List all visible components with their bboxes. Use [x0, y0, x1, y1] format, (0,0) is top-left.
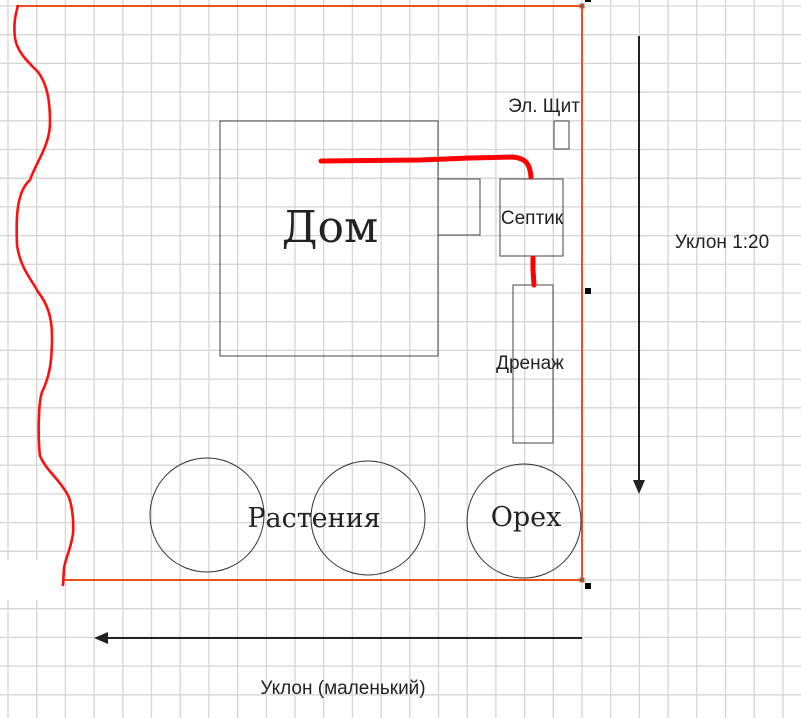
septic-label: Септик: [501, 208, 564, 229]
house-label: Дом: [282, 202, 379, 253]
house: Дом: [219, 120, 439, 357]
slope-vertical-arrow: Уклон 1:20: [633, 36, 769, 494]
plant-circle-1: [149, 457, 265, 573]
handle-bottom-right-marker[interactable]: [585, 583, 591, 589]
handle-top-right[interactable]: [579, 3, 585, 9]
walnut-label: Орех: [491, 502, 562, 533]
plants-label: Растения: [247, 503, 380, 534]
arrow-down-icon: [633, 480, 645, 494]
plant-circle-2: [310, 460, 426, 576]
plants-row: [149, 457, 582, 579]
handle-top-right-marker[interactable]: [585, 0, 591, 2]
blank-patch: [0, 560, 62, 600]
electric-panel-box: [553, 120, 570, 150]
drainage-label: Дренаж: [496, 353, 564, 374]
pipe-house-to-septic: [318, 154, 534, 180]
selection-handles[interactable]: [579, 0, 591, 589]
handle-mid-right[interactable]: [585, 288, 591, 294]
annex-outline: [437, 178, 481, 236]
slope-vertical-label: Уклон 1:20: [675, 232, 769, 253]
electric-panel: Эл. Щит: [508, 96, 580, 150]
slope-horizontal-arrow: Уклон (маленький): [94, 632, 582, 699]
property-boundary: [16, 5, 583, 581]
slope-horizontal-label: Уклон (маленький): [260, 678, 425, 699]
pipe-septic-to-drainage: [530, 255, 537, 288]
arrow-left-icon: [94, 632, 108, 644]
wavy-left-boundary: [13, 4, 75, 587]
house-outline: [219, 120, 439, 357]
electric-panel-label: Эл. Щит: [508, 96, 580, 117]
drainage-field: Дренаж: [496, 284, 564, 444]
septic-tank: Септик: [499, 178, 564, 257]
sewer-pipes: [318, 154, 537, 288]
handle-bottom-right[interactable]: [579, 577, 585, 583]
walnut-circle: [466, 463, 582, 579]
